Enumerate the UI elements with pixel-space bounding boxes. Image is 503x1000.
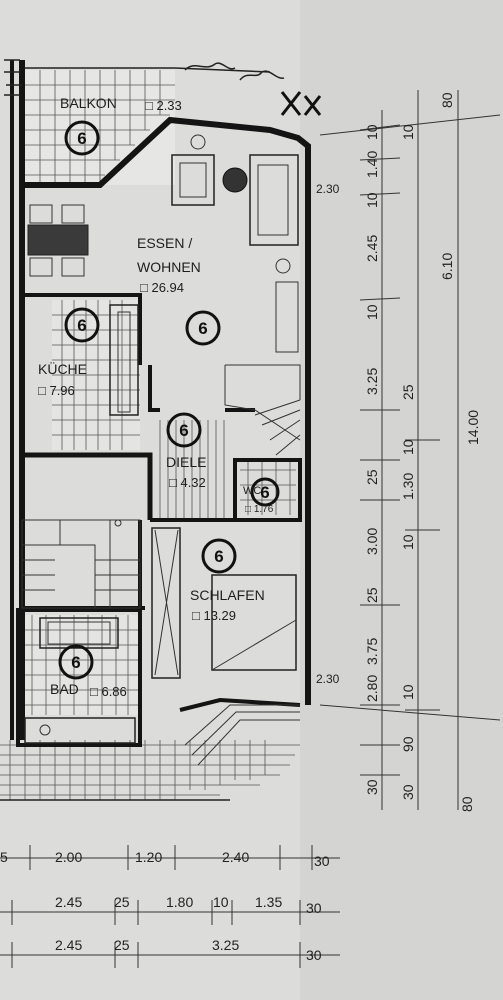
wall-thickness-bottom: 2.30 xyxy=(316,672,340,686)
svg-text:2.45: 2.45 xyxy=(364,235,380,262)
svg-text:30: 30 xyxy=(306,900,322,916)
bath-fixtures xyxy=(24,617,136,744)
room-number-wc: 6 xyxy=(250,477,280,507)
room-name-bad: BAD xyxy=(50,681,79,697)
svg-text:25: 25 xyxy=(364,587,380,603)
room-number-wohnen: 6 xyxy=(185,310,221,346)
svg-text:30: 30 xyxy=(306,947,322,963)
svg-text:2.80: 2.80 xyxy=(364,675,380,702)
svg-text:10: 10 xyxy=(213,894,229,910)
svg-text:2.00: 2.00 xyxy=(55,849,82,865)
svg-text:6: 6 xyxy=(179,421,188,440)
bedroom-furniture xyxy=(151,527,297,679)
svg-text:6: 6 xyxy=(214,547,223,566)
svg-text:1.35: 1.35 xyxy=(255,894,282,910)
room-name-diele: DIELE xyxy=(166,454,206,470)
dimension-column-2: 10 25 1.30 10 10 10 90 30 xyxy=(400,124,416,800)
room-area-diele: □ 4.32 xyxy=(169,475,206,490)
room-area-essen: □ 26.94 xyxy=(140,280,184,295)
svg-text:10: 10 xyxy=(400,684,416,700)
svg-text:10: 10 xyxy=(364,124,380,140)
dimension-row-2: 2.45 25 1.80 10 1.35 30 xyxy=(55,894,322,916)
svg-text:2.45: 2.45 xyxy=(55,894,82,910)
svg-text:80: 80 xyxy=(439,92,455,108)
svg-text:2.45: 2.45 xyxy=(55,937,82,953)
walls xyxy=(10,60,311,747)
svg-text:90: 90 xyxy=(400,736,416,752)
svg-text:10: 10 xyxy=(364,304,380,320)
dimension-row-3: 2.45 25 3.25 30 xyxy=(55,937,322,963)
room-name-wohnen: WOHNEN xyxy=(137,259,201,275)
svg-text:6: 6 xyxy=(77,316,86,335)
room-area-kueche: □ 7.96 xyxy=(38,383,75,398)
svg-text:30: 30 xyxy=(314,853,330,869)
svg-text:6: 6 xyxy=(71,653,80,672)
dimension-column-3: 80 6.10 14.00 80 xyxy=(439,92,481,812)
svg-text:1.80: 1.80 xyxy=(166,894,193,910)
wc-tiles xyxy=(240,462,296,515)
svg-text:10: 10 xyxy=(400,534,416,550)
svg-text:80: 80 xyxy=(459,796,475,812)
svg-text:2.40: 2.40 xyxy=(222,849,249,865)
svg-text:6: 6 xyxy=(198,319,207,338)
dimension-row-1: 5 2.00 1.20 2.40 30 xyxy=(0,849,330,869)
svg-text:3.00: 3.00 xyxy=(364,528,380,555)
living-furniture xyxy=(171,134,299,353)
svg-text:10: 10 xyxy=(364,192,380,208)
svg-text:1.40: 1.40 xyxy=(364,151,380,178)
svg-text:25: 25 xyxy=(114,937,130,953)
svg-text:3.25: 3.25 xyxy=(212,937,239,953)
dimension-lines-bottom xyxy=(0,845,340,968)
balcony-tiles xyxy=(25,70,175,185)
room-name-wc: WC xyxy=(243,485,261,497)
wall-thickness-top: 2.30 xyxy=(316,182,340,196)
dining-set xyxy=(27,204,89,277)
room-number-bad: 6 xyxy=(58,644,94,680)
svg-text:10: 10 xyxy=(400,124,416,140)
svg-text:5: 5 xyxy=(0,849,8,865)
svg-text:30: 30 xyxy=(400,784,416,800)
staircase-lower xyxy=(21,519,141,609)
terrace-hatch xyxy=(0,740,300,800)
room-name-schlafen: SCHLAFEN xyxy=(190,587,265,603)
room-name-essen: ESSEN / xyxy=(137,235,192,251)
room-number-diele: 6 xyxy=(166,412,202,448)
kitchen-sink xyxy=(117,311,131,413)
room-area-schlafen: □ 13.29 xyxy=(192,608,236,623)
plant-decoration xyxy=(4,59,322,116)
svg-text:1.30: 1.30 xyxy=(400,473,416,500)
svg-text:14.00: 14.00 xyxy=(465,410,481,445)
balcony-edge xyxy=(25,67,271,73)
dimension-column-1: 10 1.40 10 2.45 10 3.25 25 3.00 25 3.75 … xyxy=(364,124,380,795)
svg-text:25: 25 xyxy=(400,384,416,400)
room-area-balkon: □ 2.33 xyxy=(145,98,182,113)
svg-text:3.25: 3.25 xyxy=(364,368,380,395)
svg-text:6: 6 xyxy=(260,483,269,502)
room-area-wc: □ 1.76 xyxy=(245,504,274,515)
room-area-bad: □ 6.86 xyxy=(90,684,127,699)
dimension-lines-right xyxy=(319,90,501,810)
svg-text:6: 6 xyxy=(77,129,86,148)
room-number-schlafen: 6 xyxy=(201,538,237,574)
svg-text:25: 25 xyxy=(114,894,130,910)
svg-text:1.20: 1.20 xyxy=(135,849,162,865)
entry-steps xyxy=(184,704,300,766)
svg-text:25: 25 xyxy=(364,469,380,485)
svg-text:6.10: 6.10 xyxy=(439,253,455,280)
svg-text:10: 10 xyxy=(400,439,416,455)
margin-shade xyxy=(300,0,503,1000)
room-number-kueche: 6 xyxy=(64,307,100,343)
room-name-balkon: BALKON xyxy=(60,95,117,111)
svg-text:30: 30 xyxy=(364,779,380,795)
svg-text:3.75: 3.75 xyxy=(364,638,380,665)
room-number-balkon: 6 xyxy=(64,120,100,156)
kitchen-counter xyxy=(109,304,139,416)
staircase-living xyxy=(224,364,301,456)
room-name-kueche: KÜCHE xyxy=(38,360,87,377)
